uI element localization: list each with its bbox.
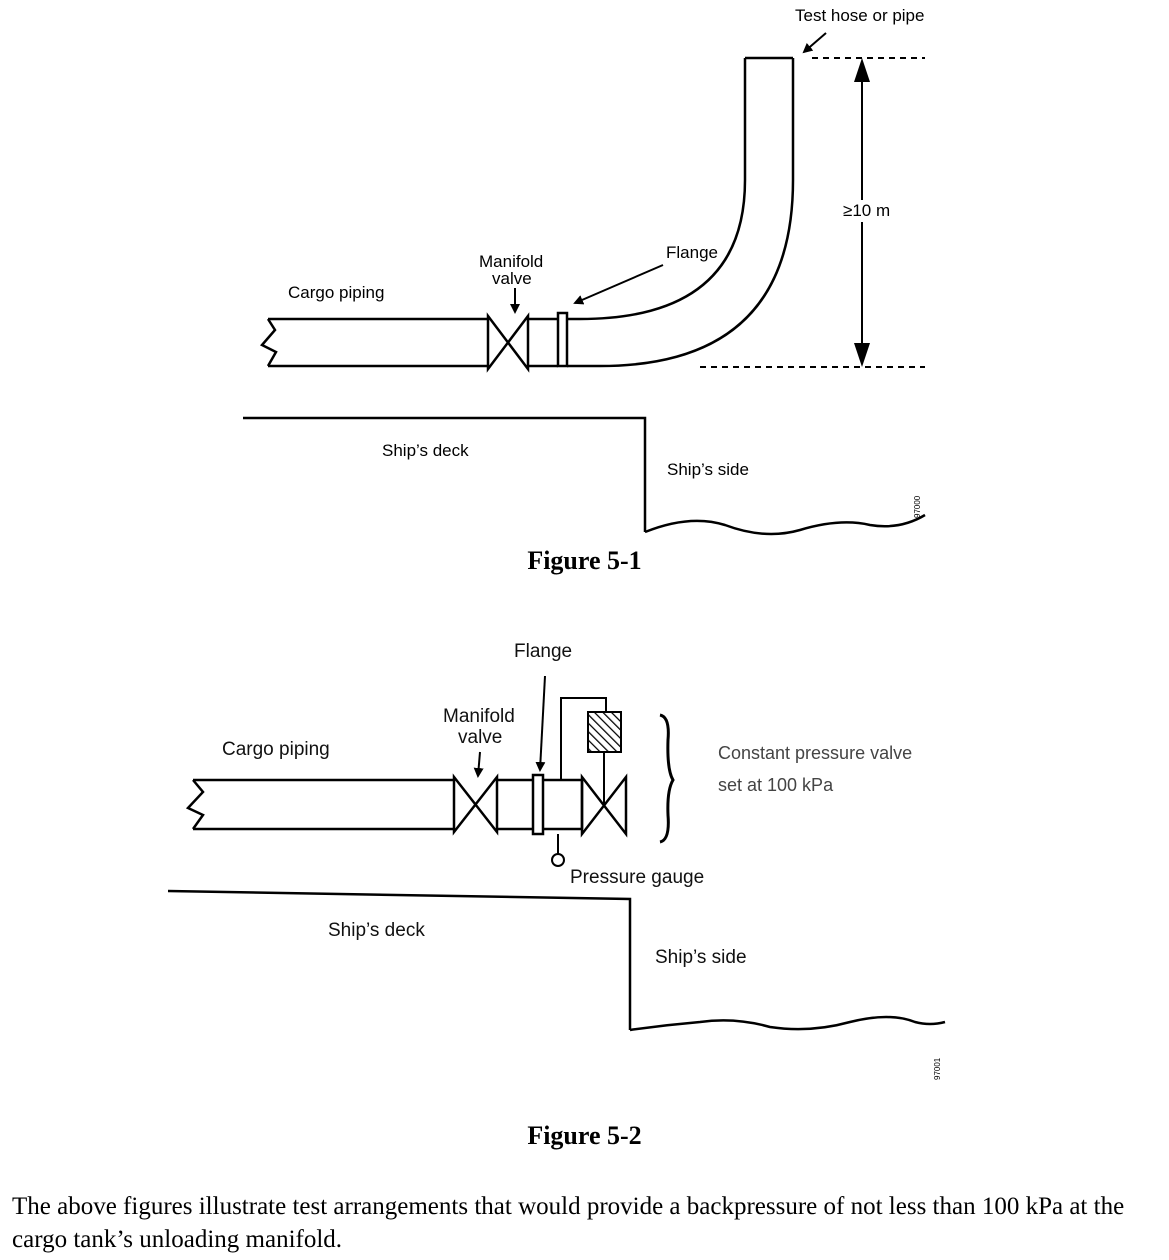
brace-symbol [659,713,675,844]
manifold-valve-label-line2: valve [458,727,502,748]
pressure-gauge-label: Pressure gauge [570,867,704,888]
pilot-line [560,697,607,805]
manifold-valve-label-line2: valve [492,269,532,288]
figure-5-1-diagram: Test hose or pipe ≥10 m Flange Manifold … [243,6,926,536]
ships-deck-label: Ship’s deck [328,920,425,941]
drawing-code-label: 97001 [933,1057,942,1080]
flange-label: Flange [514,641,572,662]
cargo-piping-label: Cargo piping [288,283,384,302]
height-dimension [700,57,925,368]
cargo-piping-label: Cargo piping [222,739,330,760]
figure-5-2-caption: Figure 5-2 [527,1121,642,1150]
flange-valve-pipe [543,778,584,831]
test-hose-pipe [567,56,795,368]
flange-label: Flange [666,243,718,262]
flange-arrow [535,675,546,772]
manifold-valve-arrow [473,751,484,778]
ship-outline [167,889,946,1032]
manifold-valve-symbol [452,773,499,836]
constant-pressure-valve-symbol [580,773,628,838]
figure-5-2-diagram: Flange Manifold valve Cargo piping Const… [167,641,946,1080]
valve-flange-pipe [528,317,558,368]
constant-pressure-label-line1: Constant pressure valve [718,743,912,763]
constant-pressure-label-line2: set at 100 kPa [718,775,834,795]
explanatory-paragraph: The above figures illustrate test arrang… [12,1193,1125,1253]
pressure-gauge-symbol [551,834,565,867]
flange-symbol [556,311,569,368]
test-hose-arrow [802,32,827,54]
cargo-piping-pipe [260,317,488,368]
cargo-piping-pipe [185,778,454,831]
actuator-hatched-box [587,711,622,753]
flange-symbol [531,773,545,836]
drawing-code-label: 97000 [913,495,922,518]
manifold-valve-label-line1: Manifold [443,706,515,727]
ships-deck-label: Ship’s deck [382,441,469,460]
flange-arrow [573,264,664,305]
valve-flange-pipe [497,778,533,831]
figure-5-1-caption: Figure 5-1 [527,546,642,575]
ships-side-label: Ship’s side [655,947,747,968]
manifold-valve-label-line1: Manifold [479,252,543,271]
test-hose-label: Test hose or pipe [795,6,924,25]
ship-outline [243,416,926,536]
height-label: ≥10 m [843,201,890,220]
ships-side-label: Ship’s side [667,460,749,479]
manifold-valve-symbol [486,312,530,373]
